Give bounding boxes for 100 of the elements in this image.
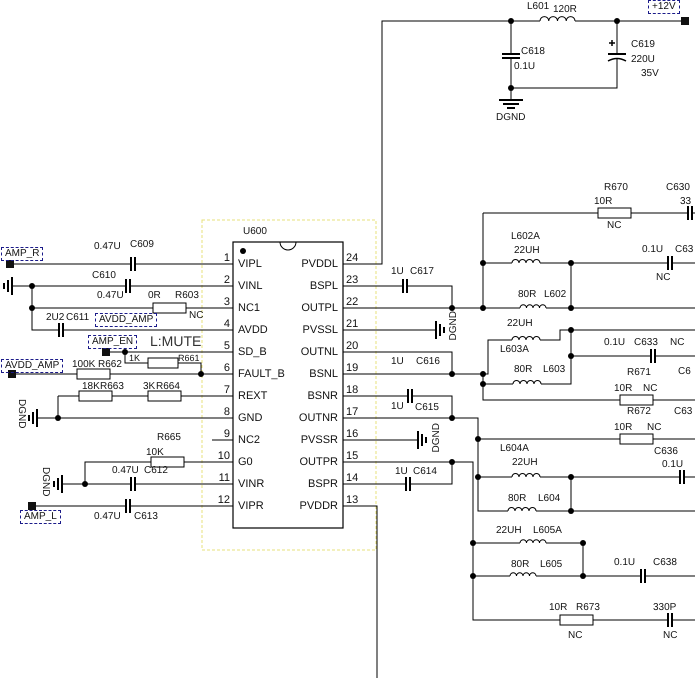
component-value: 10R — [614, 422, 632, 433]
pin-name: AVDD — [238, 324, 268, 336]
not-connected-note: NC — [568, 630, 582, 641]
net-label: AMP_L — [20, 510, 61, 524]
pin-name: OUTPR — [300, 456, 338, 468]
pin-number: 1 — [224, 252, 230, 264]
pin-number: 5 — [224, 340, 230, 352]
pin-number: 6 — [224, 362, 230, 374]
reference-designator: C630 — [666, 182, 690, 193]
reference-designator: C618 — [521, 46, 545, 57]
component-value: 0.47U — [112, 465, 139, 476]
reference-designator: L603 — [543, 364, 566, 375]
not-connected-note: NC — [656, 272, 670, 283]
pin-number: 21 — [346, 318, 358, 330]
pin-name: BSPR — [308, 478, 338, 490]
reference-designator: C614 — [413, 466, 437, 477]
reference-designator: L602 — [544, 289, 566, 300]
pin-number: 24 — [346, 252, 358, 264]
component-value: 22UH — [514, 245, 540, 256]
reference-designator: C638 — [653, 557, 677, 568]
pin-name: PVSSR — [300, 434, 338, 446]
component-value: 0.1U — [614, 557, 636, 568]
component-value: 0.47U — [97, 290, 124, 301]
net-label: +12V — [648, 0, 680, 14]
component-value: 10R — [549, 602, 568, 613]
net-label: AVDD_AMP — [95, 313, 158, 327]
reference-designator: C619 — [631, 39, 655, 50]
ground-label: DGND — [16, 399, 27, 428]
pin-number: 10 — [218, 450, 230, 462]
pin-name: VINL — [238, 280, 262, 292]
component-value: 22UH — [507, 318, 533, 329]
net-label: AMP_R — [1, 247, 44, 261]
pin-name: VINR — [238, 478, 264, 490]
pin-number: 12 — [218, 494, 230, 506]
pin-number: 7 — [224, 384, 230, 396]
pin-number: 9 — [224, 428, 230, 440]
component-value: 100K — [72, 359, 96, 370]
component-value: 0.1U — [604, 337, 626, 348]
reference-designator: C63 — [674, 406, 692, 417]
pin-number: 22 — [346, 296, 358, 308]
pin-name: BSPL — [310, 280, 338, 292]
reference-designator: R673 — [576, 602, 600, 613]
component-value: 35V — [641, 68, 659, 79]
reference-designator: C610 — [92, 270, 116, 281]
component-value: 10K — [146, 447, 164, 458]
reference-designator: C613 — [134, 511, 158, 522]
component-value: 80R — [511, 559, 530, 570]
pin-name: BSNR — [307, 390, 338, 402]
pin-name: PVDDR — [299, 500, 338, 512]
pin-number: 11 — [218, 472, 230, 484]
reference-designator: R603 — [175, 290, 199, 301]
reference-designator: C6 — [678, 366, 691, 377]
component-value: 18K — [82, 381, 100, 392]
component-value: 1U — [391, 356, 404, 367]
pin-number: 23 — [346, 274, 358, 286]
pin-number: 20 — [346, 340, 358, 352]
pin-number: 17 — [346, 406, 358, 418]
reference-designator: R672 — [627, 406, 651, 417]
reference-designator: C617 — [410, 266, 434, 277]
component-value: 1U — [391, 266, 404, 277]
reference-designator: C615 — [415, 402, 439, 413]
reference-designator: C616 — [416, 356, 440, 367]
component-value: 1U — [391, 401, 404, 412]
component-value: 220U — [631, 54, 655, 65]
not-connected-note: NC — [607, 220, 622, 231]
pin-name: REXT — [238, 390, 268, 402]
pin-name: PVDDL — [301, 258, 338, 270]
pin-number: 18 — [346, 384, 358, 396]
component-value: 120R — [553, 4, 577, 15]
pin-number: 19 — [346, 362, 358, 374]
pin-name: NC2 — [238, 434, 260, 446]
not-connected-note: NC — [663, 630, 678, 641]
pin-number: 3 — [224, 296, 230, 308]
pin-name: G0 — [238, 456, 253, 468]
reference-designator: R662 — [98, 359, 122, 370]
reference-designator: R665 — [157, 432, 181, 443]
component-value: 0R — [148, 290, 161, 301]
ground-label: DGND — [40, 467, 51, 496]
reference-designator: C63 — [675, 244, 694, 255]
component-value: 10R — [614, 383, 632, 394]
reference-designator: C611 — [66, 312, 90, 323]
reference-designator: R671 — [627, 367, 651, 378]
component-value: 80R — [508, 493, 526, 504]
component-value: 0.47U — [94, 241, 121, 252]
component-value: 80R — [514, 364, 532, 375]
component-value: 10R — [594, 196, 612, 207]
reference-designator: R663 — [100, 381, 124, 392]
reference-designator: C612 — [144, 465, 168, 476]
reference-designator: L605 — [540, 559, 562, 570]
reference-designator: L604A — [500, 443, 529, 454]
component-value: 1K — [129, 354, 140, 362]
ground-label: DGND — [448, 311, 459, 340]
not-connected-note: NC — [643, 383, 658, 394]
pin-name: PVSSL — [302, 324, 338, 336]
pin-number: 2 — [224, 274, 230, 286]
pin-name: SD_B — [238, 346, 267, 358]
component-value: 0.47U — [94, 511, 121, 522]
net-label: AMP_EN — [88, 335, 138, 349]
ground-label: DGND — [431, 423, 442, 452]
reference-designator: R670 — [604, 182, 628, 193]
